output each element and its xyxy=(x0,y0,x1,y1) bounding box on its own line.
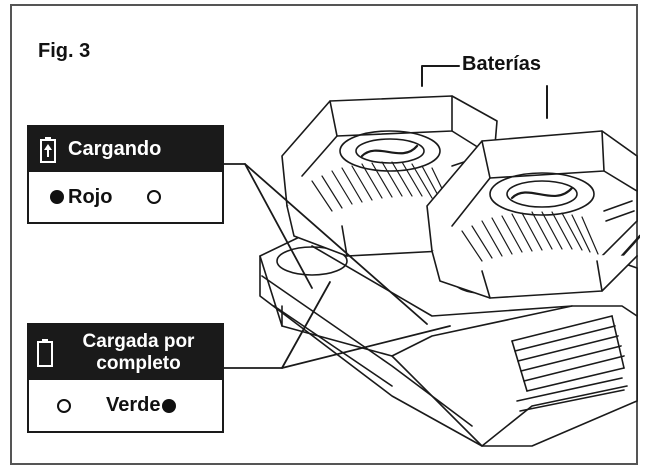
figure-title: Fig. 3 xyxy=(38,40,91,62)
charged-panel-body: Verde xyxy=(29,380,222,431)
charged-panel-header: Cargada por completo xyxy=(29,325,222,380)
led-red-on-icon xyxy=(50,190,64,204)
charged-panel-title-line1: Cargada por xyxy=(82,330,195,352)
baterias-leader xyxy=(421,65,460,87)
charger-illustration xyxy=(223,65,640,447)
battery-charging-icon xyxy=(40,136,56,163)
battery-empty-icon xyxy=(37,338,53,367)
charging-panel-title: Cargando xyxy=(68,138,162,160)
led-off-icon xyxy=(147,190,162,204)
baterias-callout: Baterías xyxy=(462,53,541,75)
charging-panel-body: Rojo xyxy=(29,172,222,222)
led-green-on-icon xyxy=(162,398,177,413)
charging-panel-header: Cargando xyxy=(29,127,222,172)
charging-status-panel: Cargando Rojo xyxy=(27,125,224,224)
charged-color-label: Verde xyxy=(106,394,161,416)
charged-status-panel: Cargada por completo Verde xyxy=(27,323,224,433)
figure-frame: Fig. 3 Baterías Cargando Rojo Cargada po… xyxy=(10,4,640,465)
battery-right xyxy=(426,130,638,299)
charged-panel-title-line2: completo xyxy=(96,352,181,374)
led-off-icon xyxy=(57,398,71,413)
charging-color-label: Rojo xyxy=(68,185,113,208)
vent-grille xyxy=(511,315,625,392)
